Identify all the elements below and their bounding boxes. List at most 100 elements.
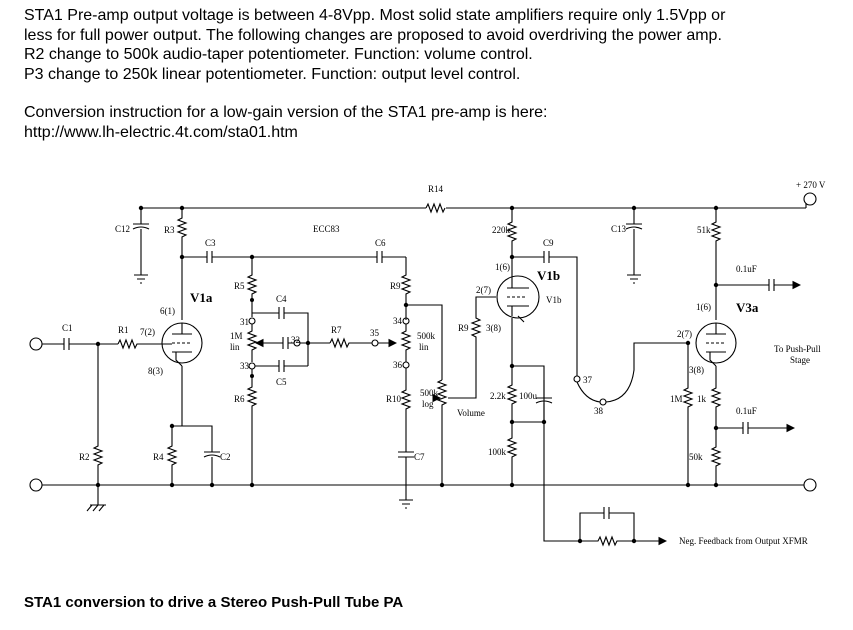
c9-label: C9 [543, 238, 554, 248]
c13-capacitor [625, 208, 643, 284]
v1a-plate-pin: 6(1) [160, 306, 175, 316]
c12-capacitor [132, 208, 150, 284]
v1a-cathode-pin: 8(3) [148, 366, 163, 376]
ground-chassis [86, 485, 106, 512]
c6-label: C6 [375, 238, 386, 248]
c5-cap-mid [282, 337, 294, 349]
volume-label: Volume [457, 408, 485, 418]
v1b-tube [496, 275, 540, 323]
input-terminal [29, 337, 43, 351]
figure-caption: STA1 conversion to drive a Stereo Push-P… [24, 594, 404, 611]
r2-2k-label: 2.2k [490, 391, 506, 401]
r7-resistor [329, 337, 372, 349]
v1a-grid-pin: 7(2) [140, 327, 155, 337]
ground-terminal-right [803, 478, 817, 492]
r14-resistor [425, 202, 446, 214]
v1b-grid-pin: 2(7) [476, 285, 491, 295]
node-33: 33 [240, 361, 250, 371]
fb-resistor [580, 535, 634, 547]
c100u-label: 100u [519, 391, 538, 401]
c6-capacitor [252, 251, 406, 263]
r1k-resistor [710, 366, 722, 446]
v3a-plate-pin: 1(6) [696, 302, 711, 312]
node-37: 37 [583, 375, 593, 385]
node-34: 34 [393, 316, 403, 326]
note-line-4: P3 change to 250k linear potentiometer. … [24, 65, 521, 83]
v1b-small-label: V1b [546, 295, 562, 305]
fb-capacitor [603, 507, 610, 519]
note-url: http://www.lh-electric.4t.com/sta01.htm [24, 123, 298, 141]
node-32: 32 [291, 335, 300, 345]
node-38: 38 [594, 406, 604, 416]
stage-label: Stage [790, 355, 810, 365]
neg-feedback-label: Neg. Feedback from Output XFMR [679, 536, 808, 546]
r2-resistor [92, 344, 104, 485]
r5-resistor [246, 257, 258, 317]
r1m-label: 1M [670, 394, 683, 404]
r4-label: R4 [153, 452, 164, 462]
c5-label: C5 [276, 377, 287, 387]
v1a-label: V1a [190, 290, 213, 305]
notes-block: STA1 Pre-amp output voltage is between 4… [24, 6, 844, 143]
c3-label: C3 [205, 238, 216, 248]
r14-label: R14 [428, 184, 444, 194]
node-31: 31 [240, 317, 249, 327]
v3a-tube [695, 322, 737, 367]
c7-label: C7 [414, 452, 425, 462]
supply-label: + 270 V [796, 180, 826, 190]
r1-resistor [117, 338, 172, 350]
r100k-resistor [506, 422, 518, 485]
pot-500k-lin [400, 324, 412, 362]
r1-label: R1 [118, 325, 129, 335]
r10-resistor [400, 368, 412, 440]
vol-500k-label: 500k [420, 388, 439, 398]
r1m-resistor [682, 343, 694, 485]
r2-label: R2 [79, 452, 90, 462]
v1a-tube [161, 322, 203, 367]
ground-terminal-left [29, 478, 43, 492]
r2-2k-resistor [506, 366, 518, 422]
v3a-grid-pin: 2(7) [677, 329, 692, 339]
r10-label: R10 [386, 394, 402, 404]
c100u-capacitor [535, 380, 553, 424]
r51k-resistor [710, 208, 722, 320]
c4-capacitor [252, 307, 309, 366]
c01uf-bottom-capacitor [716, 422, 794, 434]
c5-capacitor [255, 360, 308, 372]
note-line-2: less for full power output. The followin… [24, 26, 722, 44]
r50k-resistor [710, 446, 722, 485]
v3a-cathode-pin: 3(8) [689, 365, 704, 375]
r6-label: R6 [234, 394, 245, 404]
c01uf-bottom-label: 0.1uF [736, 406, 757, 416]
r220k-label: 220k [492, 225, 511, 235]
c12-label: C12 [115, 224, 130, 234]
c7-capacitor [398, 440, 414, 509]
r100k-label: 100k [488, 447, 507, 457]
c2-label: C2 [220, 452, 231, 462]
r9-resistor [400, 257, 412, 320]
c01uf-top-capacitor [716, 279, 800, 291]
r9b-resistor [470, 296, 496, 340]
r3-resistor [176, 208, 188, 320]
r9b-label: R9 [458, 323, 469, 333]
to-pp-label: To Push-Pull [774, 344, 821, 354]
v1b-label: V1b [537, 268, 560, 283]
supply-terminal [803, 192, 817, 206]
note-line-1: STA1 Pre-amp output voltage is between 4… [24, 7, 726, 24]
c3-capacitor [182, 251, 252, 263]
r50k-label: 50k [689, 452, 703, 462]
c2-capacitor [203, 440, 221, 485]
v1b-plate-pin: 1(6) [495, 262, 510, 272]
r1k-label: 1k [697, 394, 707, 404]
node-36: 36 [393, 360, 403, 370]
r4-resistor [166, 426, 178, 485]
r220k-resistor [506, 208, 518, 276]
c1-capacitor [42, 338, 118, 350]
r6-resistor [246, 369, 258, 485]
r51k-label: 51k [697, 225, 711, 235]
vol-log-label: log [422, 399, 434, 409]
pot-1m [246, 324, 258, 362]
pot-500k-label: 500k [417, 331, 436, 341]
pot-lin-label: lin [230, 342, 240, 352]
